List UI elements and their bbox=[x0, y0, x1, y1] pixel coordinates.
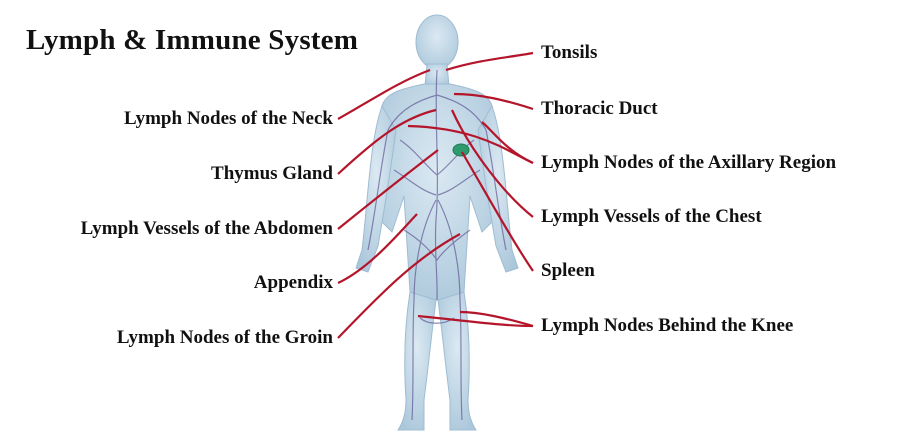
label-knee-lymph-nodes: Lymph Nodes Behind the Knee bbox=[541, 315, 794, 336]
line-chest bbox=[450, 109, 534, 218]
label-thoracic-duct: Thoracic Duct bbox=[541, 98, 658, 119]
line-abdomen bbox=[337, 149, 439, 230]
label-neck-lymph-nodes: Lymph Nodes of the Neck bbox=[123, 108, 333, 129]
label-abdomen-lymph-vessels: Lymph Vessels of the Abdomen bbox=[80, 218, 333, 239]
line-groin bbox=[337, 233, 461, 339]
line-tonsils bbox=[445, 51, 534, 72]
label-appendix: Appendix bbox=[253, 272, 333, 293]
diagram-title: Lymph & Immune System bbox=[26, 24, 359, 56]
spleen-organ bbox=[452, 143, 470, 157]
right-leg bbox=[437, 291, 477, 431]
left-arm bbox=[355, 104, 397, 273]
left-leg bbox=[397, 291, 437, 431]
label-spleen: Spleen bbox=[541, 260, 595, 281]
line-thoracic-duct bbox=[453, 92, 534, 111]
line-thymus bbox=[337, 108, 437, 175]
label-thymus-gland: Thymus Gland bbox=[211, 163, 333, 184]
label-tonsils: Tonsils bbox=[541, 42, 598, 63]
label-axillary-lymph-nodes: Lymph Nodes of the Axillary Region bbox=[541, 152, 837, 173]
label-chest-lymph-vessels: Lymph Vessels of the Chest bbox=[541, 206, 762, 227]
line-knee-1 bbox=[417, 314, 534, 328]
line-knee-2 bbox=[459, 310, 534, 328]
line-neck-nodes bbox=[337, 68, 431, 120]
label-groin-lymph-nodes: Lymph Nodes of the Groin bbox=[116, 327, 333, 348]
leader-lines bbox=[337, 51, 534, 339]
line-spleen bbox=[461, 151, 534, 272]
head bbox=[415, 14, 459, 70]
line-appendix bbox=[337, 213, 418, 284]
line-axillary-2 bbox=[481, 121, 534, 164]
